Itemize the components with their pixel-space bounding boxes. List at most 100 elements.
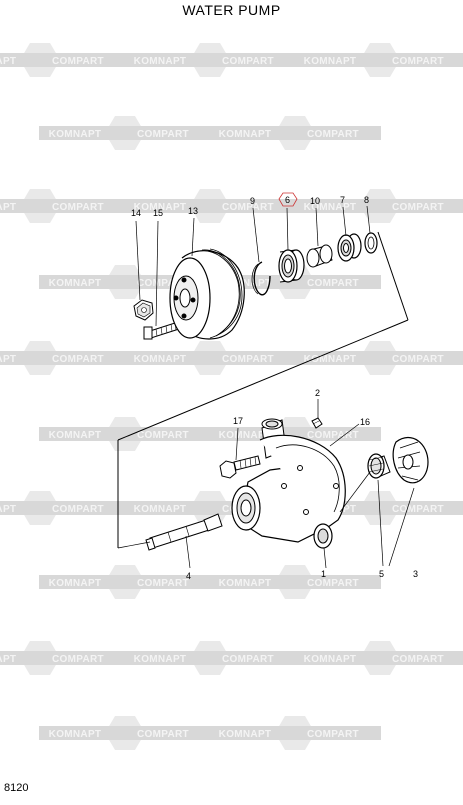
watermark-text: KOMNAPT [0,202,16,213]
frame-line [339,471,371,513]
watermark-text: KOMNAPT [49,278,102,289]
callout-1[interactable]: 1 [321,569,326,579]
watermark-text: COMPART [137,729,189,740]
watermark-text: COMPART [137,129,189,140]
shaft [145,513,223,551]
watermark-text: KOMNAPT [219,729,272,740]
frame-line [117,541,151,549]
callout-3[interactable]: 3 [413,569,418,579]
watermark-band [294,199,463,213]
snap-ring [251,261,271,296]
plug [311,417,323,429]
housing-bolt [219,455,261,479]
watermark-text: KOMNAPT [134,56,187,67]
watermark-text: KOMNAPT [134,354,187,365]
watermark-text: KOMNAPT [0,654,16,665]
callout-4[interactable]: 4 [186,571,191,581]
callout-8[interactable]: 8 [364,195,369,205]
watermark-band [39,427,211,441]
callout-14[interactable]: 14 [131,208,141,218]
watermark-text: KOMNAPT [49,578,102,589]
leader-line [135,220,141,301]
watermark-band [209,726,381,740]
watermark-text: KOMNAPT [134,202,187,213]
leader-line [185,535,191,569]
callout-5[interactable]: 5 [379,569,384,579]
watermark-band [124,53,296,67]
leader-line [286,207,289,251]
callout-15[interactable]: 15 [153,208,163,218]
selected-part-highlight [278,192,298,207]
watermark-text: KOMNAPT [304,202,357,213]
frame-line [377,231,409,321]
pump-housing [231,418,346,549]
callout-10[interactable]: 10 [310,196,320,206]
callout-7[interactable]: 7 [340,195,345,205]
watermark-text: COMPART [307,129,359,140]
leader-line [329,423,360,447]
bolt [143,321,180,340]
watermark-text: KOMNAPT [219,430,272,441]
frame-line [117,319,409,441]
watermark-text: KOMNAPT [219,278,272,289]
callout-labels: 14 15 13 9 6 10 7 8 2 17 16 4 1 5 3 [131,195,418,581]
watermark-text: KOMNAPT [0,56,16,67]
watermark-band [209,126,381,140]
impeller [392,436,429,484]
watermark-text: KOMNAPT [304,56,357,67]
watermark-band [209,427,381,441]
leader-line [377,479,384,567]
upper-assembly [117,205,409,548]
seal [337,233,362,262]
watermark-text: KOMNAPT [219,578,272,589]
watermark-band [0,199,126,213]
watermark-text: COMPART [137,278,189,289]
leader-line [342,206,347,237]
bearing [278,249,305,283]
page-number: 8120 [4,782,29,794]
watermark-text: KOMNAPT [134,654,187,665]
watermark-text: COMPART [52,56,104,67]
callout-2[interactable]: 2 [315,388,320,398]
watermark-band [124,351,296,365]
callout-9[interactable]: 9 [250,196,255,206]
watermark-band [294,651,463,665]
callout-6[interactable]: 6 [285,195,290,205]
watermark-band [124,651,296,665]
watermark-band [294,351,463,365]
watermark-text: COMPART [222,354,274,365]
watermark-text: KOMNAPT [304,654,357,665]
watermark-text: COMPART [52,654,104,665]
callout-13[interactable]: 13 [188,206,198,216]
watermark-text: COMPART [392,202,444,213]
watermark-band [0,651,126,665]
watermark-text: KOMNAPT [49,729,102,740]
leader-line [252,207,260,263]
nut [133,299,154,321]
watermark-band [294,53,463,67]
watermark-band [39,126,211,140]
watermark-text: COMPART [307,430,359,441]
watermark-text: COMPART [392,354,444,365]
leader-line [235,427,239,461]
pulley [169,248,245,340]
leader-line [323,547,327,569]
watermark-band [0,53,126,67]
watermark-text: KOMNAPT [304,354,357,365]
watermark-band [39,726,211,740]
watermark-band [209,575,381,589]
watermark-band [0,351,126,365]
watermark-text: KOMNAPT [0,504,16,515]
watermark-text: COMPART [307,729,359,740]
watermark-text: KOMNAPT [49,129,102,140]
leader-line [315,207,319,247]
watermark-text: COMPART [52,504,104,515]
watermark-layer: KOMNAPT COMPART KOMNAPT COMPART KOMNAPT COMPA… [0,43,463,750]
watermark-text: KOMNAPT [219,129,272,140]
leader-line [366,205,371,234]
callout-16[interactable]: 16 [360,417,370,427]
callout-17[interactable]: 17 [233,416,243,426]
watermark-text: COMPART [392,504,444,515]
watermark-band [39,275,211,289]
